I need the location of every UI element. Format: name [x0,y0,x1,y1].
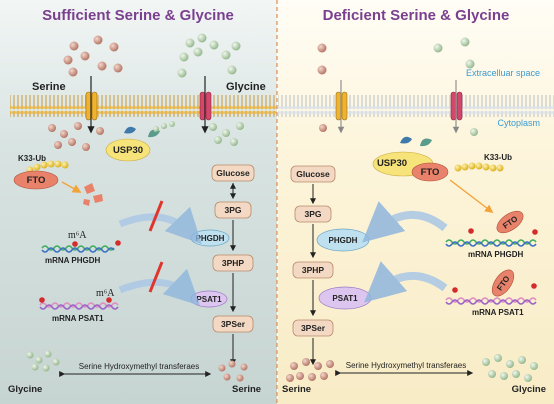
3pg-label-left: 3PG [224,205,241,215]
fto-stabilization-arrow [449,179,494,214]
k33-ub-chain-left [26,160,69,174]
fto-fragments [83,183,103,206]
usp30-complex-left: USP30 [105,121,175,162]
right-panel-title: Deficient Serine & Glycine [323,7,510,24]
glycine-molecules-extracellular-right [433,37,475,69]
glucose-node-left [211,164,255,182]
mrna-phgdh-label-right: mRNA PHGDH [468,250,523,259]
glycine-cluster-bottom-right [482,354,538,382]
serine-label: Serine [32,81,66,93]
left-panel-title: Sufficient Serine & Glycine [42,7,234,24]
3pser-node-left [212,315,254,333]
usp30-left [105,138,151,162]
usp30-label-right: USP30 [377,158,407,169]
cell-membrane [10,95,277,117]
mrna-psat1-right: FTO [445,269,537,305]
glycine-cluster-bottom-left [26,350,60,372]
extracellular-space-label: Extracelluar space [466,68,540,78]
serine-molecules-extracellular-right [317,43,327,75]
fto-label-left: FTO [27,175,46,186]
serine-transporter-right [335,91,348,121]
transferase-label-right: Serine Hydroxymethyl transferaes [346,361,467,370]
3php-node-right [292,261,334,279]
glucose-label-right: Glucose [296,169,330,179]
fto-bound-phgdh [496,210,524,234]
serine-molecules-intracellular [48,122,104,151]
transferase-label-left: Serine Hydroxymethyl transferaes [79,362,200,371]
translation-arrow-phgdh-left [118,206,202,245]
fto-left [13,170,59,190]
mrna-psat1-label-right: mRNA PSAT1 [472,308,524,317]
psat1-label-right: PSAT1 [332,294,358,303]
bottom-serine-label-right: Serine [282,384,311,395]
3pser-node-right [292,319,334,337]
serine-synthesis-pathway-right: Glucose 3PG PHGDH 3PHP PSAT1 3PSer [290,165,372,366]
glycine-transporter [199,91,212,121]
right-panel-background [278,0,554,404]
3pser-label-right: 3PSer [301,323,326,333]
serine-cluster-bottom-left [218,360,248,382]
mrna-phgdh-label-left: mRNA PHGDH [45,256,100,265]
intracellular-molecules-right [319,124,478,136]
cell-membrane-right [278,95,554,117]
3pser-label-left: 3PSer [221,319,246,329]
translation-arrow-phgdh-right [362,201,448,243]
serine-synthesis-pathway-left: Glucose 3PG PHGDH 3PHP PSAT1 3PSer [190,164,255,366]
bottom-glycine-label-right: Glycine [512,384,546,395]
3php-label-left: 3PHP [222,258,245,268]
glucose-label-left: Glucose [216,168,250,178]
glycine-molecules-intracellular [209,122,244,146]
left-panel: Sufficient Serine & Glycine Serine Glyci… [0,0,277,404]
glycine-molecules-extracellular [177,33,241,78]
cytoplasm-label: Cytoplasm [497,118,540,128]
k33-ub-label-left: K33-Ub [18,154,46,163]
inhibition-bar-phgdh [148,200,164,232]
phgdh-label-right: PHGDH [329,236,358,245]
usp30-fto-complex-right: USP30 FTO [372,136,449,182]
3pg-node-right [294,205,332,223]
3php-node-left [212,254,254,272]
mrna-phgdh-left [41,240,121,253]
m6a-label-phgdh-left: m⁶A [68,230,87,241]
psat1-label-left: PSAT1 [196,295,222,304]
fto-label-right: FTO [421,167,440,178]
fto-right [411,162,449,182]
right-panel: Deficient Serine & Glycine Extracelluar … [278,0,554,404]
3pg-node-left [214,201,252,219]
phgdh-label-left: PHGDH [196,234,225,243]
3pg-label-right: 3PG [304,209,321,219]
k33-ub-label-right: K33-Ub [484,153,512,162]
translation-arrow-psat1-right [363,261,448,303]
m6a-label-psat1-left: m⁶A [96,288,115,299]
glycine-label: Glycine [226,81,266,93]
fto-degradation-arrow [61,181,82,193]
mrna-phgdh-right: FTO [445,210,538,247]
fto-bound-psat1 [491,269,515,297]
inhibition-bar-psat1 [148,261,164,293]
bottom-serine-label-left: Serine [232,384,261,395]
translation-arrow-psat1-left [118,268,201,306]
serine-molecules-extracellular [63,35,123,77]
usp30-label-left: USP30 [113,145,143,156]
k33-ub-chain-right [454,162,504,172]
mrna-psat1-left [39,297,119,310]
3php-label-right: 3PHP [302,265,325,275]
mrna-psat1-label-left: mRNA PSAT1 [52,314,104,323]
serine-cluster-bottom-right [286,358,334,382]
bottom-glycine-label-left: Glycine [8,384,42,395]
glucose-node-right [290,165,336,183]
